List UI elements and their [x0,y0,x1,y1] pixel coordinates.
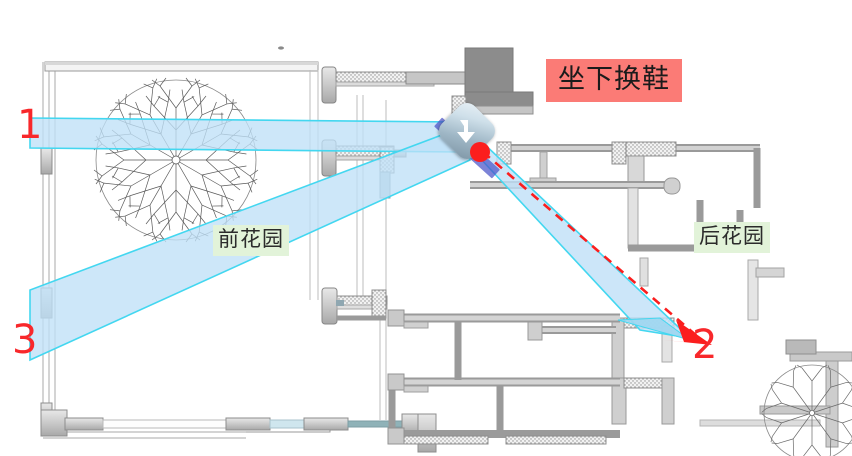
marker-number-2: 2 [692,322,718,368]
marker-number-1: 1 [17,102,43,148]
house-central-rooms [387,309,620,445]
front-garden-top-wall [44,61,319,72]
cursor-arrow-glyph [444,108,490,154]
bottom-wall [40,409,437,453]
callout-sit-change-shoes: 坐下换鞋 [546,59,682,102]
viewpoint-marker [470,142,490,162]
left-mid-door-assembly [321,287,388,325]
arrowhead-icon [664,320,712,345]
cursor-arrow-icon[interactable] [434,98,500,164]
house-bottom-right-rooms [527,317,675,425]
zone-label-front-garden: 前花园 [213,225,289,256]
view-beam-1 [29,117,461,153]
plan-speck [278,46,284,50]
marker-number-3: 3 [12,317,38,363]
zone-label-back-garden: 后花园 [694,222,770,253]
plan-right-fragments [699,259,852,448]
tree-plan-icon [761,364,852,456]
